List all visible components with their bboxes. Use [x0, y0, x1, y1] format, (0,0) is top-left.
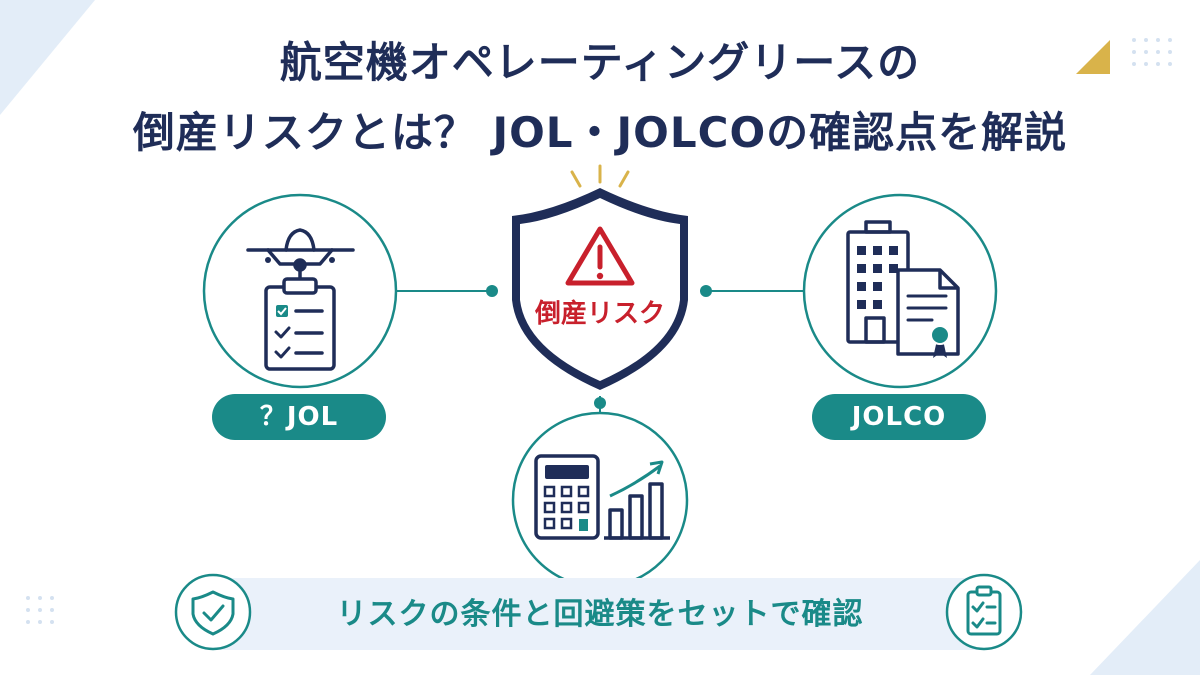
decor-dot [38, 608, 42, 612]
decor-dot [1132, 62, 1136, 66]
checklist-clipboard-icon [264, 277, 336, 371]
decor-dot [26, 620, 30, 624]
decor-dot [50, 608, 54, 612]
corner-triangle-bottom-right [1090, 560, 1200, 675]
calculator-icon [534, 454, 600, 540]
decor-dot [38, 620, 42, 624]
decor-dot [1132, 38, 1136, 42]
connector-dot-right [700, 285, 712, 297]
decor-dot [1156, 62, 1160, 66]
decor-dot [26, 596, 30, 600]
connector-dot-bottom [594, 397, 606, 409]
title-line-1: 航空機オペレーティングリースの [279, 38, 921, 87]
banner-icon-circle-right [945, 573, 1023, 651]
dot-grid-top-right [1132, 38, 1172, 66]
decor-dot [26, 608, 30, 612]
decor-dot [38, 596, 42, 600]
shield-check-icon [191, 590, 235, 636]
decor-dot [1144, 62, 1148, 66]
alert-spark-lines [570, 164, 630, 188]
gold-triangle-accent [1076, 40, 1110, 74]
title-line-2: 倒産リスクとは？ JOL・JOLCOの確認点を解説 [132, 108, 1068, 157]
shield-warning-icon [512, 188, 688, 390]
dot-grid-bottom-left [26, 596, 54, 624]
banner-icon-circle-left [174, 573, 252, 651]
decor-dot [1168, 38, 1172, 42]
banner-background [210, 578, 990, 650]
jol-label-pill: ？JOL [212, 394, 386, 440]
decor-dot [1144, 38, 1148, 42]
decor-dot [1132, 50, 1136, 54]
decor-dot [1144, 50, 1148, 54]
rising-bar-chart-icon [604, 460, 670, 540]
decor-dot [1168, 62, 1172, 66]
decor-dot [1156, 38, 1160, 42]
decor-dot [1168, 50, 1172, 54]
connector-dot-left [486, 285, 498, 297]
corner-triangle-top-left [0, 0, 95, 115]
clipboard-check-icon [966, 585, 1002, 636]
decor-dot [50, 620, 54, 624]
decor-dot [1156, 50, 1160, 54]
banner-text: リスクの条件と回避策をセットで確認 [336, 597, 864, 632]
certificate-document-icon [896, 268, 960, 358]
jolco-label-pill: JOLCO [812, 394, 986, 440]
decor-dot [50, 596, 54, 600]
bankruptcy-risk-label: 倒産リスク [534, 299, 665, 329]
